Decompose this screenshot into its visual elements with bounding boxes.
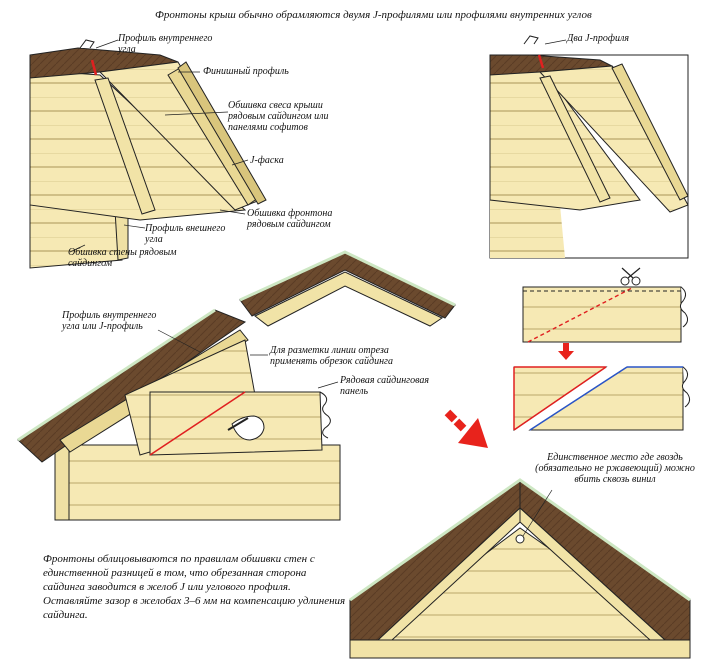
top-right-assembly	[489, 35, 689, 259]
red-arrow-icon	[444, 409, 488, 448]
label-wall-cladding: Обшивка стены рядовым сайдингом	[68, 247, 177, 269]
middle-left-assembly	[17, 308, 341, 521]
hand-pencil-icon	[227, 415, 265, 441]
tr-j-profile-1	[539, 75, 611, 203]
cut-detail	[513, 267, 691, 431]
cut-red-dashed	[527, 287, 633, 343]
peak-profile	[254, 271, 444, 327]
red-pointer	[90, 59, 98, 76]
cut-panel-top-end	[679, 286, 689, 328]
ml-wall-siding	[54, 444, 341, 521]
gable-bottom-edge	[349, 639, 691, 659]
nail-icon	[515, 534, 525, 544]
tr-j-profile-2	[611, 63, 689, 201]
ml-corner-post	[54, 444, 70, 521]
cut-red-slant	[513, 366, 607, 431]
tr-hook-icon	[523, 35, 539, 45]
tr-red-pointer	[537, 54, 545, 69]
tr-wall	[490, 200, 565, 258]
gable-siding	[29, 69, 247, 221]
hook-icon	[79, 39, 95, 49]
label-cut-template: Для разметки линии отреза применять обре…	[270, 345, 393, 367]
tr-eave	[538, 65, 689, 213]
top-left-assembly	[29, 39, 267, 269]
label-inner-or-j: Профиль внутреннего угла или J-профиль	[62, 310, 157, 332]
roof-peak-detail	[239, 250, 456, 327]
scissors-icon	[620, 267, 641, 286]
diagram-title: Фронтоны крыш обычно обрамляются двумя J…	[155, 9, 592, 21]
finished-gable	[349, 478, 691, 659]
label-nail-only: Единственное место где гвоздь (обязатель…	[535, 452, 695, 485]
ml-panel-end	[319, 391, 331, 439]
label-j-bevel: J-фаска	[250, 155, 284, 166]
ml-cut-line	[149, 391, 246, 456]
label-eave-cladding: Обшивка свеса крыши рядовым сайдингом ил…	[228, 100, 329, 133]
ml-green-edge	[17, 308, 216, 442]
gable-green-edge	[349, 478, 691, 602]
label-inner-corner: Профиль внутреннего угла	[118, 33, 213, 55]
cut-panel-bottom-end	[681, 366, 691, 408]
label-gable-cladding: Обшивка фронтона рядовым сайдингом	[247, 208, 333, 230]
label-two-j: Два J-профиля	[567, 33, 630, 44]
red-down-arrow-icon	[558, 343, 574, 360]
inner-corner-profile	[94, 77, 156, 215]
label-outer-corner: Профиль внешнего угла	[145, 223, 226, 245]
peak-green-edge	[239, 250, 456, 307]
cut-blue-slant	[529, 366, 628, 431]
label-panel: Рядовая сайдинговая панель	[340, 375, 430, 397]
label-finish: Финишный профиль	[203, 66, 289, 77]
cut-panel-top	[522, 286, 682, 343]
footer-note: Фронтоны облицовываются по правилам обши…	[43, 553, 346, 621]
j-bevel	[177, 61, 267, 205]
